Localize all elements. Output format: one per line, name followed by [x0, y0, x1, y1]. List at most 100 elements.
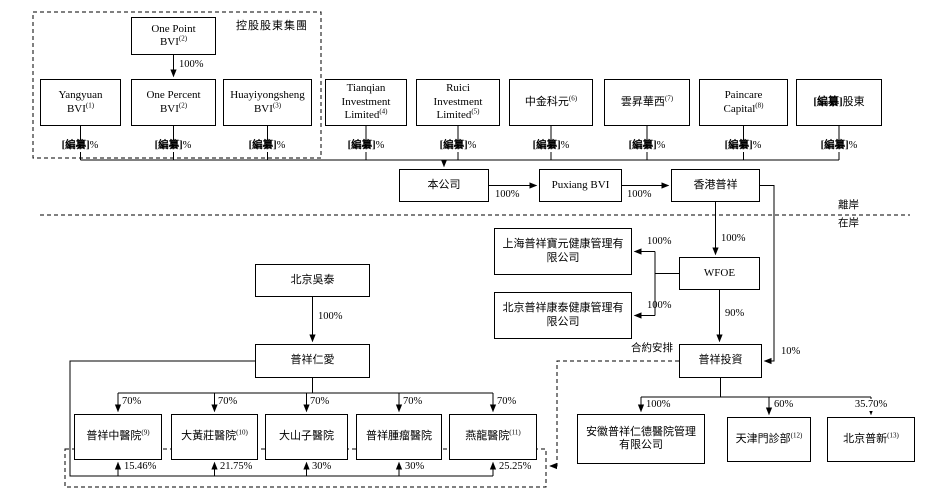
box-zhongjin-keyuan: 中金科元(6)	[509, 79, 593, 126]
box-the-company: 本公司	[399, 169, 489, 202]
box-label: 燕龍醫院(11)	[465, 428, 521, 443]
box-tianjin-clinic: 天津門診部(12)	[727, 417, 811, 462]
footnote-ref: (13)	[887, 431, 899, 440]
pct-wfoe-to-shanghai: 100%	[647, 236, 672, 247]
box-label: Yangyuan BVI(1)	[58, 89, 103, 115]
pct-renai-to-hospital-4: 70%	[403, 396, 423, 407]
pct-yangyuan-holding: [編纂]%	[57, 140, 103, 152]
box-beijing-puxin: 北京普新(13)	[827, 417, 915, 462]
pct-wfoe-to-investment: 90%	[725, 308, 745, 319]
box-hk-puxiang: 香港普祥	[671, 169, 760, 202]
box-label: 北京普新(13)	[843, 431, 899, 445]
pct-renai-to-hospital-3: 70%	[310, 396, 330, 407]
pct-hk-to-wfoe: 100%	[721, 233, 746, 244]
box-puxiang-renai: 普祥仁愛	[255, 344, 370, 378]
box-label: Huayiyongsheng BVI(3)	[230, 89, 305, 115]
box-huayiyongsheng-bvi: Huayiyongsheng BVI(3)	[223, 79, 312, 126]
pct-puxiang-bvi-to-hk: 100%	[627, 189, 652, 200]
box-label: 香港普祥	[693, 178, 738, 191]
box-label: Tianqian Investment Limited(4)	[341, 82, 391, 122]
box-label: Paincare Capital(8)	[723, 89, 764, 115]
pct-contractual-hospital-5: 25.25%	[499, 461, 532, 472]
box-anhui-rende: 安徽普祥仁德醫院管理有限公司	[577, 414, 705, 464]
box-hospital-dahuangzhuang: 大黃莊醫院(10)	[171, 414, 258, 460]
box-label: 安徽普祥仁德醫院管理有限公司	[586, 425, 696, 451]
box-hospital-puxiang-tumor: 普祥腫瘤醫院	[356, 414, 442, 460]
box-puxiang-bvi: Puxiang BVI	[539, 169, 622, 202]
pct-investment-to-puxin: 35.70%	[848, 399, 894, 411]
box-label: 北京普祥康泰健康管理有限公司	[502, 302, 624, 328]
footnote-ref: (1)	[85, 100, 95, 109]
footnote-ref: (2)	[178, 100, 188, 109]
box-label: WFOE	[703, 266, 736, 279]
pct-zhongjin-holding: [編纂]%	[528, 140, 574, 152]
footnote-ref: (9)	[141, 428, 150, 437]
footnote-ref: (12)	[790, 431, 803, 440]
onshore-label: 在岸	[838, 218, 859, 229]
box-label: 北京吳泰	[290, 273, 335, 286]
pct-wutai-to-renai: 100%	[318, 311, 343, 322]
footnote-ref: (8)	[755, 100, 764, 109]
pct-investment-to-anhui: 100%	[646, 399, 671, 410]
pct-one-point-to-one-percent: 100%	[179, 59, 204, 70]
pct-contractual-hospital-2: 21.75%	[220, 461, 253, 472]
box-label: 本公司	[427, 178, 461, 191]
box-beijing-kangtai: 北京普祥康泰健康管理有限公司	[494, 292, 632, 339]
pct-renai-to-hospital-2: 70%	[218, 396, 238, 407]
box-yangyuan-bvi: Yangyuan BVI(1)	[40, 79, 121, 126]
box-redacted-shareholder: [編纂]股東	[796, 79, 882, 126]
offshore-label: 離岸	[838, 200, 859, 211]
box-label: 上海普祥寶元健康管理有限公司	[502, 238, 624, 264]
pct-hk-to-investment: 10%	[781, 346, 801, 357]
box-one-percent-bvi: One Percent BVI(2)	[131, 79, 216, 126]
pct-wfoe-to-kangtai: 100%	[647, 300, 672, 311]
box-label: 普祥腫瘤醫院	[366, 430, 432, 443]
pct-yunsheng-holding: [編纂]%	[624, 140, 670, 152]
footnote-ref: (7)	[664, 94, 674, 103]
box-shanghai-baoyuan: 上海普祥寶元健康管理有限公司	[494, 228, 632, 275]
box-puxiang-investment: 普祥投資	[679, 344, 762, 378]
pct-contractual-hospital-3: 30%	[312, 461, 332, 472]
footnote-ref: (11)	[509, 428, 521, 437]
box-label: [編纂]股東	[813, 95, 865, 108]
pct-company-to-puxiang-bvi: 100%	[495, 189, 520, 200]
footnote-ref: (10)	[236, 428, 248, 437]
contractual-arrangements-label: 合約安排	[631, 343, 673, 354]
box-beijing-wutai: 北京吳泰	[255, 264, 370, 297]
box-ruici-investment: Ruici Investment Limited(5)	[416, 79, 500, 126]
box-hospital-puxiang-tcm: 普祥中醫院(9)	[74, 414, 162, 460]
footnote-ref: (2)	[178, 34, 188, 43]
box-yunsheng-huaxi: 雲昇華西(7)	[604, 79, 690, 126]
box-hospital-yanlong: 燕龍醫院(11)	[449, 414, 537, 460]
pct-ruici-holding: [編纂]%	[435, 140, 481, 152]
footnote-ref: (4)	[379, 107, 388, 116]
box-label: 普祥中醫院(9)	[86, 428, 150, 443]
box-label: 大山子醫院	[279, 430, 334, 443]
box-label: Puxiang BVI	[551, 178, 610, 191]
pct-huayiyongsheng-holding: [編纂]%	[244, 140, 290, 152]
box-label: 大黃莊醫院(10)	[181, 428, 248, 443]
pct-renai-to-hospital-1: 70%	[122, 396, 142, 407]
pct-contractual-hospital-1: 15.46%	[124, 461, 157, 472]
box-label: One Point BVI(2)	[151, 22, 196, 48]
box-one-point-bvi: One Point BVI(2)	[131, 17, 216, 55]
pct-paincare-holding: [編纂]%	[720, 140, 766, 152]
pct-one-percent-holding: [編纂]%	[150, 140, 196, 152]
box-hospital-dashanzi: 大山子醫院	[265, 414, 348, 460]
controlling-group-label: 控股股東集團	[236, 20, 308, 32]
box-wfoe: WFOE	[679, 257, 760, 290]
pct-tianqian-holding: [編纂]%	[343, 140, 389, 152]
footnote-ref: (6)	[568, 94, 578, 103]
pct-renai-to-hospital-5: 70%	[497, 396, 517, 407]
box-paincare-capital: Paincare Capital(8)	[699, 79, 788, 126]
box-label: 雲昇華西(7)	[620, 94, 674, 108]
box-label: One Percent BVI(2)	[146, 89, 201, 115]
footnote-ref: (3)	[272, 100, 282, 109]
box-label: 普祥仁愛	[290, 354, 335, 367]
box-tianqian-investment: Tianqian Investment Limited(4)	[325, 79, 407, 126]
box-label: 天津門診部(12)	[735, 431, 803, 445]
pct-redacted-shareholder-holding: [編纂]%	[816, 140, 862, 152]
box-label: 中金科元(6)	[524, 94, 578, 108]
